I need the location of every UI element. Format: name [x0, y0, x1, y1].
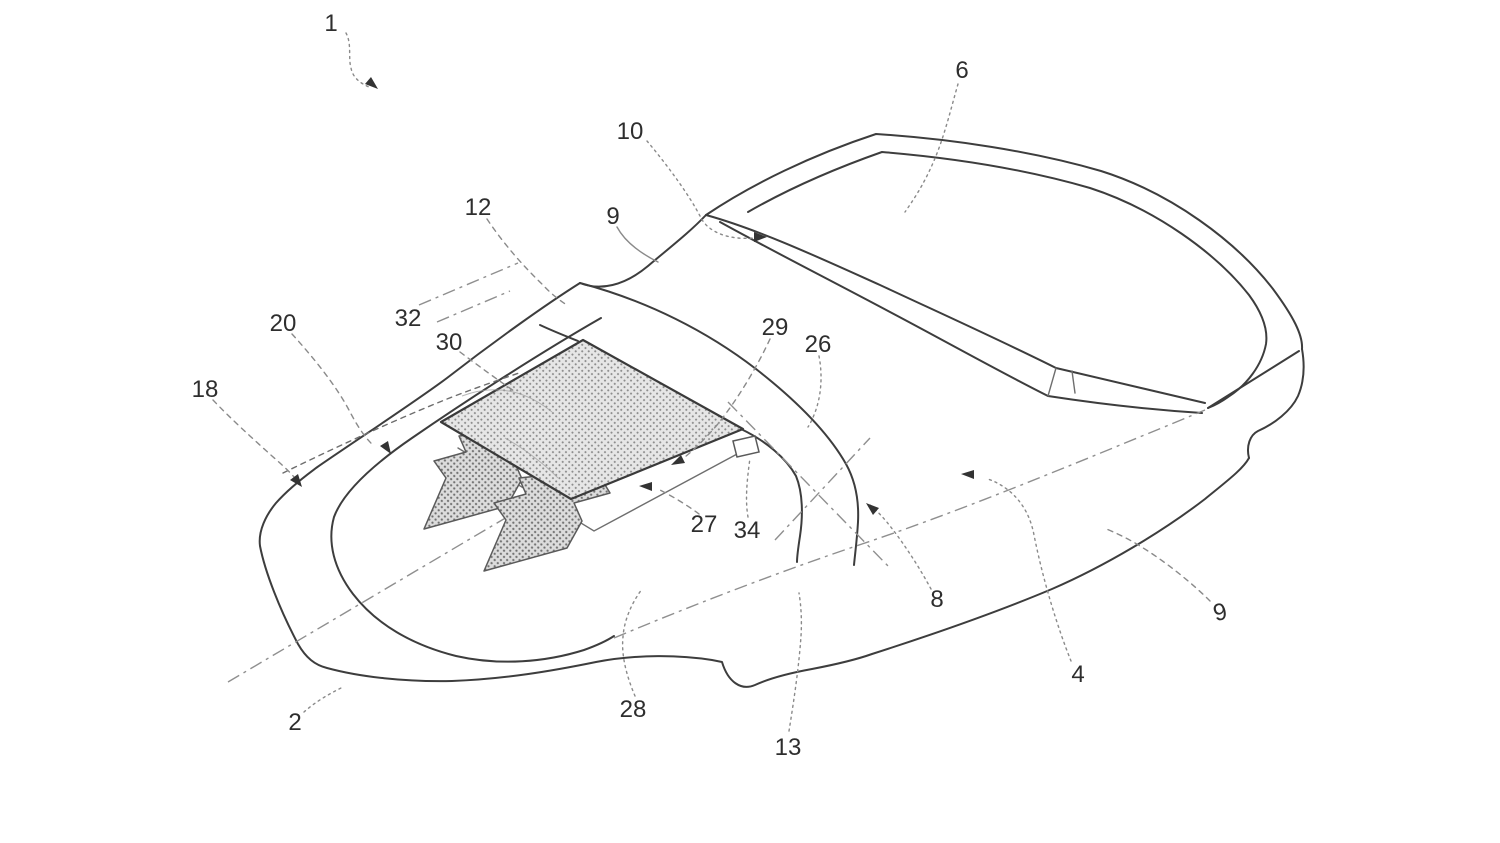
cockpit-sill-line — [579, 214, 707, 288]
panel-axis-ascending — [774, 437, 871, 541]
ref-label-10: 10 — [617, 118, 644, 145]
axis-ray-32b — [436, 290, 511, 323]
b-pillar-inner — [740, 428, 803, 563]
canopy-dome-outer — [705, 133, 1304, 350]
axis-ray-32a — [418, 262, 519, 306]
ref-label-8: 8 — [930, 586, 943, 613]
leader-20 — [291, 333, 375, 447]
hull-outline — [258, 282, 1250, 688]
ref-label-9b: 9 — [1210, 598, 1229, 627]
rear-deck-upper-edge — [1055, 367, 1206, 404]
ref-label-6: 6 — [955, 57, 968, 84]
ref-label-9a: 9 — [606, 203, 619, 230]
canopy-dome-inner — [747, 151, 1268, 409]
leader-20-arrowhead — [380, 441, 391, 454]
rear-deck-left-cap — [1047, 367, 1057, 397]
leader-10-arrowhead — [754, 232, 767, 242]
leader-6 — [904, 83, 959, 213]
leader-2 — [303, 687, 342, 713]
leader-1 — [345, 32, 370, 88]
leader-9b — [1103, 527, 1211, 602]
rear-deck-tick — [1071, 370, 1076, 394]
tail-top-edge — [1207, 350, 1300, 409]
vent-assembly — [423, 338, 760, 572]
ref-label-34: 34 — [734, 517, 761, 544]
leader-9a — [616, 226, 659, 263]
ref-label-32: 32 — [395, 305, 422, 332]
ref-label-4: 4 — [1071, 661, 1084, 688]
front-inner-rim — [330, 317, 615, 663]
hood-trim-line — [282, 371, 523, 474]
panel-axis-descending — [727, 401, 889, 567]
canopy-base-lower — [719, 221, 1049, 397]
leader-27 — [657, 488, 700, 515]
ref-label-18: 18 — [192, 376, 219, 403]
ref-label-30: 30 — [436, 329, 463, 356]
leader-8-arrowhead — [866, 503, 879, 515]
canopy-base-upper — [705, 214, 1057, 369]
leader-30 — [459, 351, 515, 392]
leader-lines — [212, 32, 1211, 732]
panel-reflection-arc-2 — [504, 437, 559, 479]
ref-label-28: 28 — [620, 696, 647, 723]
leader-4-arrowhead — [961, 470, 974, 479]
hull-crease-line — [613, 409, 1206, 639]
ref-label-1: 1 — [324, 10, 337, 37]
hatched-vent-panel — [439, 338, 745, 501]
leader-18-arrowhead — [290, 474, 302, 487]
leader-26 — [807, 355, 822, 428]
leader-1-arrowhead — [365, 77, 378, 89]
windshield-band-outer — [579, 282, 860, 566]
ref-label-26: 26 — [805, 331, 832, 358]
leader-18 — [212, 399, 295, 478]
panel-latch-detail — [732, 435, 760, 458]
tail-outline — [1247, 348, 1305, 459]
ref-label-13: 13 — [775, 734, 802, 761]
leader-29 — [680, 338, 771, 461]
leader-28 — [621, 588, 643, 697]
leader-13 — [788, 592, 803, 732]
rear-deck-lower-edge — [1047, 395, 1203, 414]
ref-label-2: 2 — [288, 709, 301, 736]
vehicle-body — [258, 133, 1305, 688]
ref-label-20: 20 — [270, 310, 297, 337]
leader-12 — [486, 218, 569, 307]
leader-29-arrowhead — [671, 455, 685, 465]
leader-8 — [869, 504, 932, 590]
ref-label-12: 12 — [465, 194, 492, 221]
ref-label-27: 27 — [691, 511, 718, 538]
reference-labels: 1 6 10 12 9 20 32 30 29 26 18 27 34 8 9 … — [192, 10, 1230, 761]
leader-27-arrowhead — [639, 482, 652, 491]
panel-reflection-arc-1 — [461, 389, 553, 413]
windshield-band-inner — [539, 324, 579, 342]
leader-4 — [987, 478, 1072, 662]
ref-label-29: 29 — [762, 314, 789, 341]
leader-34 — [745, 457, 751, 518]
